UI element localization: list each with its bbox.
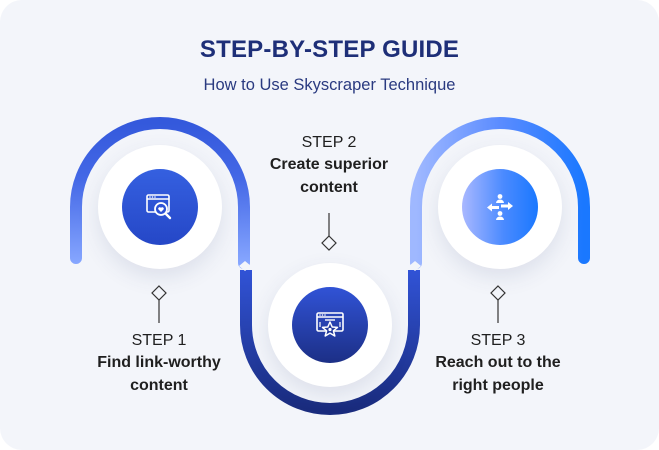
step-2-label: STEP 2: [301, 134, 357, 151]
step-2-circle: [268, 263, 392, 387]
connector-step-2: [321, 213, 337, 251]
step-3-title-line1: Reach out to the: [435, 354, 561, 371]
step-1-icon-badge: [122, 169, 198, 245]
step-1-title-line1: Find link-worthy: [97, 354, 221, 371]
web-page-star-icon: [316, 312, 344, 337]
step-3-icon-badge: [462, 169, 538, 245]
step-2-text: STEP 2 Create superior content: [239, 133, 419, 199]
step-1-text: STEP 1 Find link-worthy content: [69, 331, 249, 397]
step-2-title-line2: content: [300, 179, 358, 196]
step-1-title-line2: content: [130, 377, 188, 394]
step-1-circle: [98, 145, 222, 269]
step-1-label: STEP 1: [131, 332, 187, 349]
step-3-text: STEP 3 Reach out to the right people: [408, 331, 588, 397]
connector-step-1: [151, 285, 167, 323]
step-3-circle: [438, 145, 562, 269]
connector-step-3: [490, 285, 506, 323]
people-direction-arrows-icon: [487, 194, 513, 220]
step-2-icon-badge: [292, 287, 368, 363]
step-3-label: STEP 3: [470, 332, 526, 349]
path-arch-right: [410, 117, 590, 269]
page-subtitle: How to Use Skyscraper Technique: [203, 76, 456, 94]
web-search-heart-icon: [146, 194, 172, 220]
path-u-middle: [240, 270, 420, 415]
page-title: STEP-BY-STEP GUIDE: [199, 36, 460, 63]
step-3-title-line2: right people: [452, 377, 544, 394]
path-arch-left: [70, 117, 250, 269]
step-2-title-line1: Create superior: [269, 156, 389, 173]
